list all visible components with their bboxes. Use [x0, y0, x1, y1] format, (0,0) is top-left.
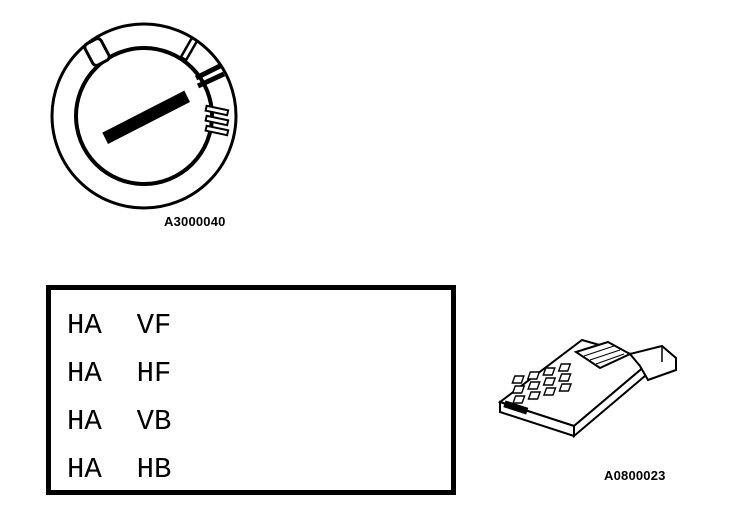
display-panel: HA VF HA HF HA VB HA HB — [46, 285, 456, 495]
tester-figure-code: A0800023 — [604, 468, 666, 483]
handheld-tester-diagram — [497, 338, 677, 439]
position-i-mark — [179, 36, 199, 62]
tester-screen — [573, 340, 633, 370]
ignition-figure-code: A3000040 — [164, 214, 226, 229]
tester-front-slot — [503, 400, 529, 415]
display-line: HA HB — [67, 453, 172, 486]
ignition-switch-diagram — [50, 22, 238, 210]
tester-keypad — [511, 363, 573, 404]
position-0-mark — [83, 37, 111, 67]
key-slot — [101, 89, 190, 144]
display-line: HA HF — [67, 357, 172, 390]
display-line: HA VB — [67, 405, 172, 438]
position-iii-mark — [204, 104, 230, 137]
position-ii-mark — [194, 63, 226, 89]
display-line: HA VF — [67, 309, 172, 342]
